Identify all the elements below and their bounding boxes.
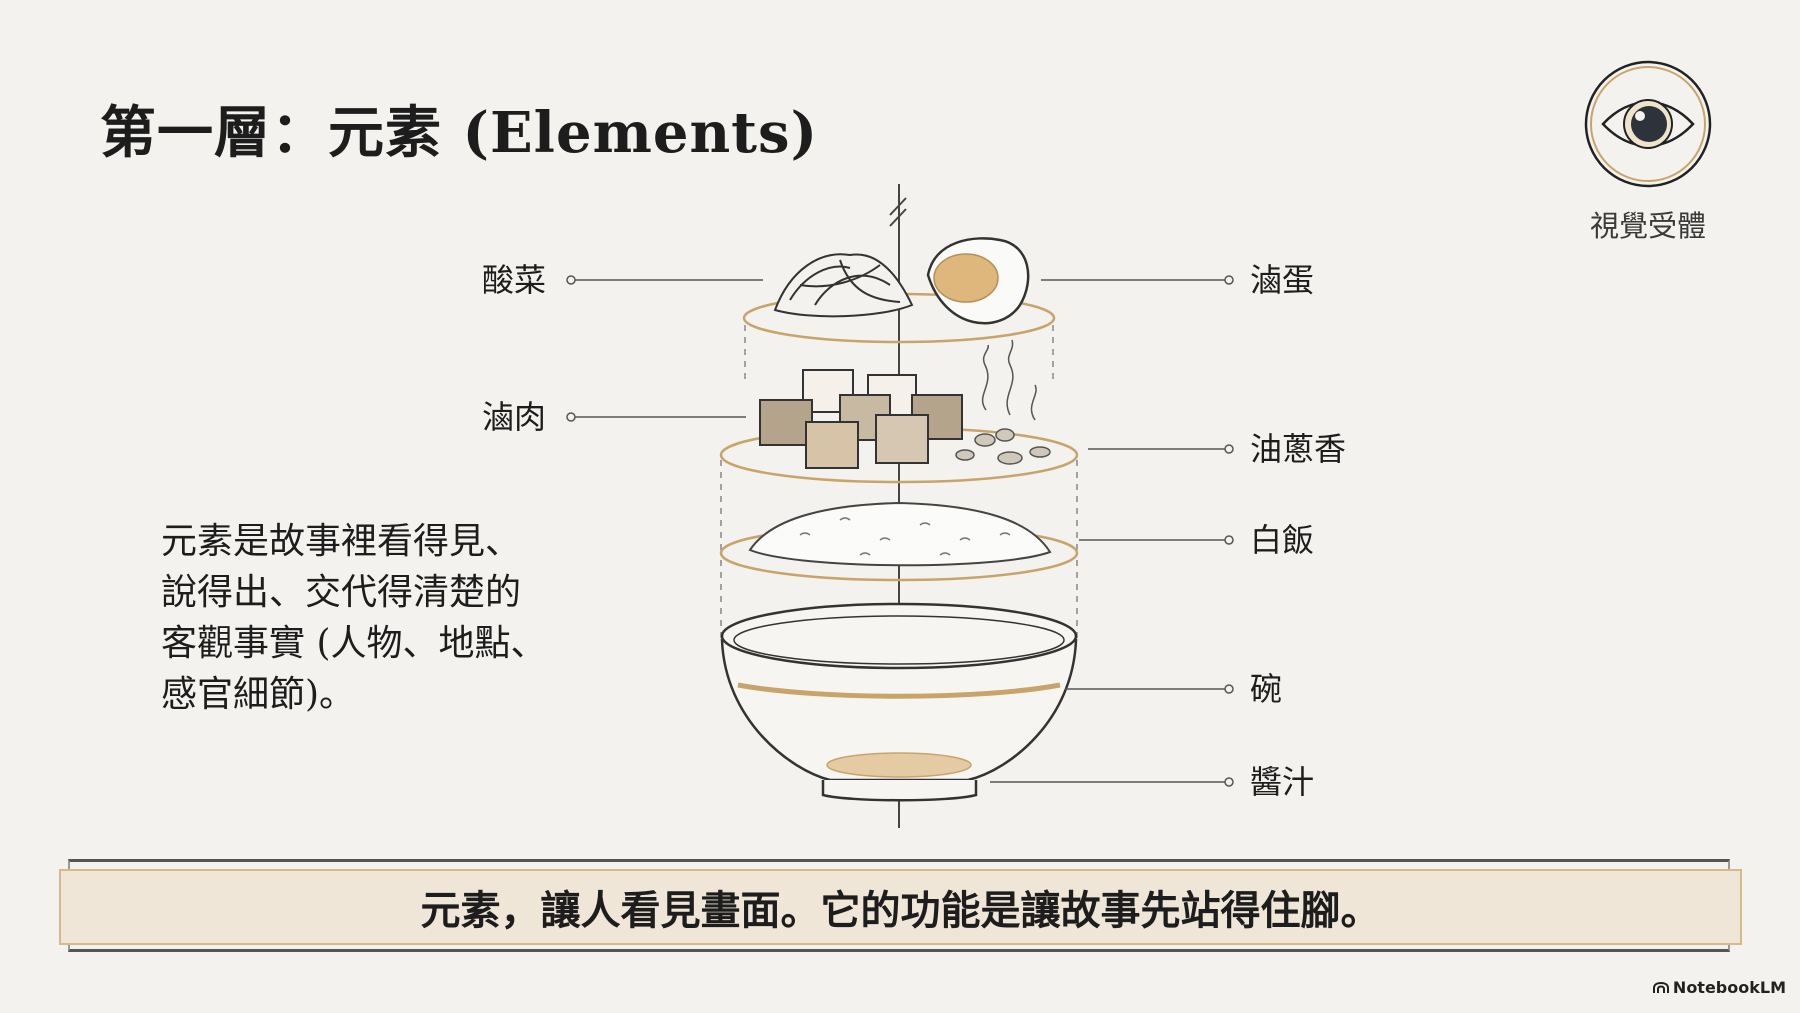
paragraph-line: 說得出、交代得清楚的 xyxy=(161,572,522,613)
label-rice: 白飯 xyxy=(1250,521,1315,559)
braised-egg-icon xyxy=(926,237,1030,325)
eye-icon xyxy=(1584,60,1712,188)
brand-name: NotebookLM xyxy=(1672,978,1786,997)
paragraph-line: 元素是故事裡看得見、 xyxy=(161,521,522,562)
bowl-icon xyxy=(720,602,1078,802)
label-braised-egg: 滷蛋 xyxy=(1250,261,1315,299)
label-pickled-greens: 酸菜 xyxy=(482,261,547,299)
eye-badge-label: 視覺受體 xyxy=(1589,209,1706,243)
leader-lines xyxy=(566,275,1234,787)
fried-shallot-icon xyxy=(955,339,1051,465)
banner-text: 元素，讓人看見畫面。它的功能是讓故事先站得住腳。 xyxy=(420,887,1381,934)
label-sauce: 醬汁 xyxy=(1250,763,1315,801)
label-bowl: 碗 xyxy=(1250,670,1283,708)
page-title: 第一層：元素 (Elements) xyxy=(100,100,819,166)
summary-banner: 元素，讓人看見畫面。它的功能是讓故事先站得住腳。 xyxy=(59,869,1742,945)
brand-watermark: NotebookLM xyxy=(1652,978,1786,997)
label-braised-pork: 滷肉 xyxy=(482,398,547,436)
paragraph-line: 客觀事實 (人物、地點、 xyxy=(161,623,547,664)
paragraph-line: 感官細節)。 xyxy=(161,674,356,715)
dashed-guides xyxy=(720,325,1078,640)
pickled-greens-icon xyxy=(773,253,914,318)
braised-pork-icon xyxy=(759,369,963,469)
sauce-icon xyxy=(826,752,972,778)
description-paragraph: 元素是故事裡看得見、 說得出、交代得清楚的 客觀事實 (人物、地點、 感官細節)… xyxy=(161,516,601,720)
notebooklm-logo-icon xyxy=(1652,981,1669,993)
rice-icon xyxy=(748,501,1052,567)
label-fried-shallot: 油蔥香 xyxy=(1250,430,1347,468)
